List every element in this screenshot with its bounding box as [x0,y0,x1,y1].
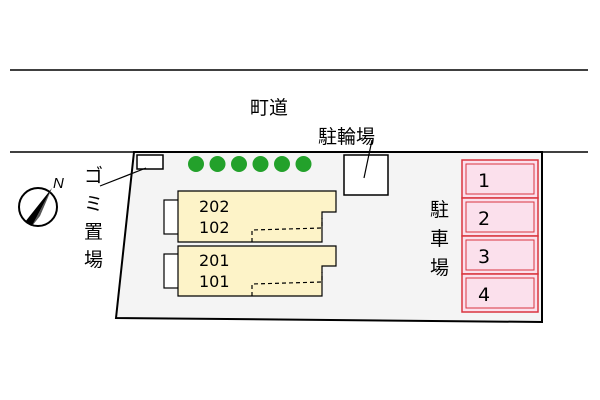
north-arrow-icon: N [18,175,64,227]
parking-space-inner-line [465,239,535,271]
parking-label: 駐 車 場 [430,199,449,279]
parking-space-inner-line [465,201,535,233]
unit-102: 102 [199,218,230,237]
garbage-label: ゴ ミ 置 場 [84,165,103,271]
tree-icon [188,156,204,172]
bicycle-leader-line [363,139,373,179]
unit-201: 201 [199,251,230,270]
tree-icon [252,156,269,172]
building-south: 201 101 [163,245,337,297]
parking-spaces: 1 2 3 4 [461,159,539,313]
garbage-char-2: ミ [84,193,103,215]
road-label: 町道 [250,97,288,119]
parking-char-3: 場 [430,257,449,279]
building-south-body [177,245,337,297]
garbage-char-4: 場 [84,249,103,271]
tree-icon [209,156,226,172]
parking-space-3 [461,235,539,275]
garbage-char-1: ゴ [84,165,103,187]
parking-space-number: 4 [478,284,490,306]
building-south-corridor [251,272,323,296]
tree-icon [274,156,290,172]
compass-north-letter: N [53,175,64,192]
garbage-char-3: 置 [84,221,103,243]
tree-row [188,156,312,172]
tree-icon [295,156,312,172]
tree-icon [231,156,247,172]
unit-202: 202 [199,197,230,216]
garbage-leader-line [99,167,147,187]
parking-space-inner-line [465,277,535,309]
unit-101: 101 [199,272,230,291]
parking-space-number: 2 [478,208,490,230]
parking-space-1 [461,159,539,199]
parking-space-number: 3 [478,246,490,268]
building-north: 202 102 [163,190,337,243]
parking-space-2 [461,197,539,237]
parking-space-inner-line [465,163,535,195]
garbage-area-box [136,154,164,170]
building-north-corridor [251,218,323,242]
parking-space-number: 1 [478,170,490,192]
bicycle-parking-label: 駐輪場 [318,126,375,148]
parking-char-1: 駐 [430,199,449,221]
parking-char-2: 車 [430,228,449,250]
parking-space-4 [461,273,539,313]
bicycle-parking-box [343,154,389,196]
